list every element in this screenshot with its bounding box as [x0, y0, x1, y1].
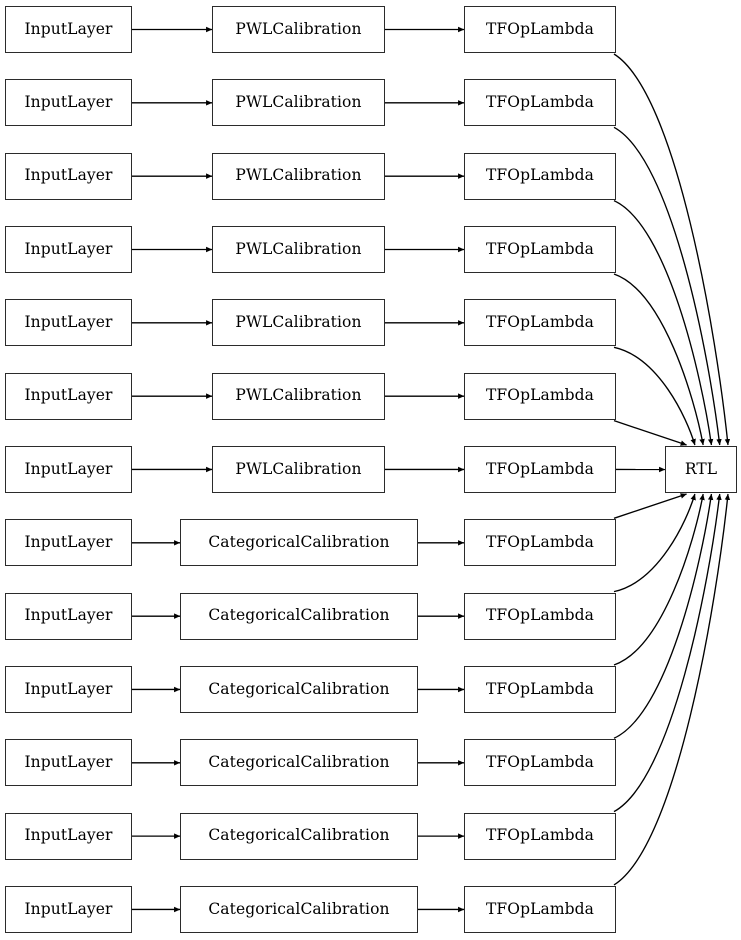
node-calibration-7: CategoricalCalibration	[180, 519, 418, 567]
node-input-layer-12: InputLayer	[5, 885, 132, 933]
node-input-layer-0-label: InputLayer	[24, 19, 113, 38]
node-calibration-6: PWLCalibration	[212, 445, 385, 493]
node-tf-op-lambda-0: TFOpLambda	[464, 6, 616, 53]
node-input-layer-8: InputLayer	[5, 592, 132, 640]
node-calibration-0-label: PWLCalibration	[235, 19, 362, 38]
node-calibration-5: PWLCalibration	[212, 372, 385, 420]
edge-lambda-to-rtl-3	[613, 273, 705, 446]
node-input-layer-2: InputLayer	[5, 152, 132, 200]
node-input-layer-4: InputLayer	[5, 299, 132, 347]
node-calibration-9: CategoricalCalibration	[180, 665, 418, 713]
edge-lambda-to-rtl-2	[613, 200, 714, 446]
edge-lambda-to-rtl-9	[613, 493, 705, 666]
node-tf-op-lambda-3: TFOpLambda	[464, 225, 616, 273]
node-calibration-11: CategoricalCalibration	[180, 812, 418, 860]
node-input-layer-11-label: InputLayer	[24, 826, 113, 845]
node-input-layer-5-label: InputLayer	[24, 386, 113, 405]
node-tf-op-lambda-2: TFOpLambda	[464, 152, 616, 200]
node-tf-op-lambda-4-label: TFOpLambda	[485, 313, 595, 332]
edge-lambda-to-rtl-0	[613, 53, 731, 446]
node-calibration-7-label: CategoricalCalibration	[208, 533, 390, 552]
node-rtl: RTL	[665, 446, 737, 493]
node-tf-op-lambda-2-label: TFOpLambda	[485, 166, 595, 185]
node-tf-op-lambda-1: TFOpLambda	[464, 79, 616, 127]
node-tf-op-lambda-6-label: TFOpLambda	[485, 459, 595, 478]
edge-lambda-to-rtl-5	[613, 420, 687, 446]
node-input-layer-11: InputLayer	[5, 812, 132, 860]
edge-lambda-to-rtl-7	[613, 493, 687, 519]
node-tf-op-lambda-12-label: TFOpLambda	[485, 899, 595, 918]
node-tf-op-lambda-9-label: TFOpLambda	[485, 679, 595, 698]
node-calibration-6-label: PWLCalibration	[235, 459, 362, 478]
node-calibration-9-label: CategoricalCalibration	[208, 679, 390, 698]
node-calibration-1-label: PWLCalibration	[235, 93, 362, 112]
node-input-layer-7-label: InputLayer	[24, 533, 113, 552]
node-calibration-2-label: PWLCalibration	[235, 166, 362, 185]
node-input-layer-3-label: InputLayer	[24, 239, 113, 258]
node-tf-op-lambda-9: TFOpLambda	[464, 665, 616, 713]
edge-lambda-to-rtl-10	[613, 493, 714, 739]
node-tf-op-lambda-4: TFOpLambda	[464, 299, 616, 347]
node-rtl-label: RTL	[684, 459, 718, 478]
node-input-layer-5: InputLayer	[5, 372, 132, 420]
node-input-layer-1: InputLayer	[5, 79, 132, 127]
node-tf-op-lambda-11: TFOpLambda	[464, 812, 616, 860]
node-calibration-10-label: CategoricalCalibration	[208, 753, 390, 772]
node-input-layer-9-label: InputLayer	[24, 679, 113, 698]
node-tf-op-lambda-7-label: TFOpLambda	[485, 533, 595, 552]
node-calibration-3: PWLCalibration	[212, 225, 385, 273]
node-tf-op-lambda-8-label: TFOpLambda	[485, 606, 595, 625]
node-tf-op-lambda-5: TFOpLambda	[464, 372, 616, 420]
node-tf-op-lambda-8: TFOpLambda	[464, 592, 616, 640]
node-input-layer-10: InputLayer	[5, 739, 132, 787]
node-input-layer-10-label: InputLayer	[24, 753, 113, 772]
node-calibration-8: CategoricalCalibration	[180, 592, 418, 640]
node-tf-op-lambda-10: TFOpLambda	[464, 739, 616, 787]
node-input-layer-4-label: InputLayer	[24, 313, 113, 332]
node-calibration-5-label: PWLCalibration	[235, 386, 362, 405]
edge-lambda-to-rtl-8	[613, 493, 696, 593]
node-input-layer-6: InputLayer	[5, 445, 132, 493]
node-input-layer-6-label: InputLayer	[24, 459, 113, 478]
node-input-layer-1-label: InputLayer	[24, 93, 113, 112]
node-tf-op-lambda-1-label: TFOpLambda	[485, 93, 595, 112]
node-calibration-10: CategoricalCalibration	[180, 739, 418, 787]
node-input-layer-12-label: InputLayer	[24, 899, 113, 918]
node-calibration-0: PWLCalibration	[212, 6, 385, 53]
node-tf-op-lambda-5-label: TFOpLambda	[485, 386, 595, 405]
node-tf-op-lambda-0-label: TFOpLambda	[485, 19, 595, 38]
node-tf-op-lambda-10-label: TFOpLambda	[485, 753, 595, 772]
node-calibration-12: CategoricalCalibration	[180, 885, 418, 933]
node-input-layer-7: InputLayer	[5, 519, 132, 567]
node-input-layer-3: InputLayer	[5, 225, 132, 273]
node-input-layer-8-label: InputLayer	[24, 606, 113, 625]
edge-lambda-to-rtl-4	[613, 346, 696, 446]
node-calibration-4-label: PWLCalibration	[235, 313, 362, 332]
edge-lambda-to-rtl-1	[613, 126, 722, 446]
edge-lambda-to-rtl-11	[613, 493, 722, 813]
node-input-layer-0: InputLayer	[5, 6, 132, 53]
node-tf-op-lambda-6: TFOpLambda	[464, 445, 616, 493]
node-tf-op-lambda-3-label: TFOpLambda	[485, 239, 595, 258]
node-calibration-3-label: PWLCalibration	[235, 239, 362, 258]
node-calibration-1: PWLCalibration	[212, 79, 385, 127]
node-tf-op-lambda-11-label: TFOpLambda	[485, 826, 595, 845]
node-input-layer-2-label: InputLayer	[24, 166, 113, 185]
node-calibration-8-label: CategoricalCalibration	[208, 606, 390, 625]
node-input-layer-9: InputLayer	[5, 665, 132, 713]
node-calibration-11-label: CategoricalCalibration	[208, 826, 390, 845]
node-calibration-12-label: CategoricalCalibration	[208, 899, 390, 918]
edge-lambda-to-rtl-12	[613, 493, 731, 886]
node-tf-op-lambda-12: TFOpLambda	[464, 885, 616, 933]
node-calibration-2: PWLCalibration	[212, 152, 385, 200]
node-calibration-4: PWLCalibration	[212, 299, 385, 347]
node-tf-op-lambda-7: TFOpLambda	[464, 519, 616, 567]
